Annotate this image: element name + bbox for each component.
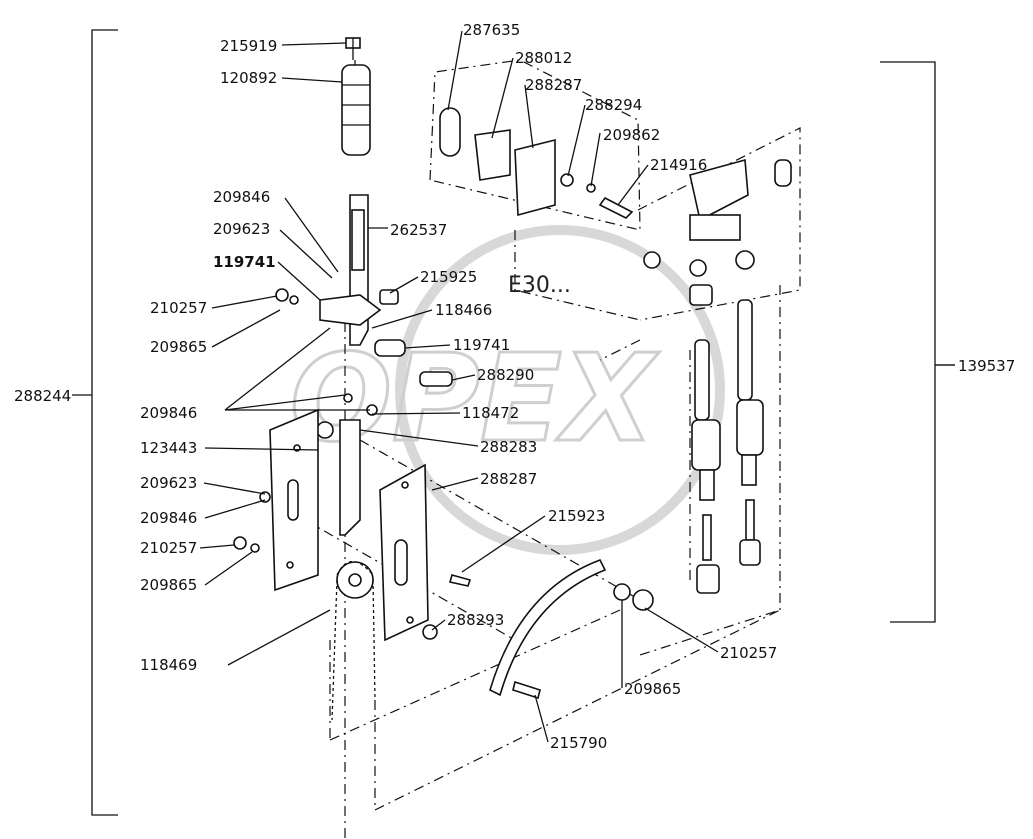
label-210257-mid: 210257	[140, 539, 197, 557]
label-262537: 262537	[390, 221, 447, 239]
part-labels: 215919 120892 287635 288012 288287 28829…	[14, 21, 1015, 752]
label-209623-low: 209623	[140, 474, 197, 492]
label-215790: 215790	[550, 734, 607, 752]
cable-assembly	[643, 158, 792, 594]
left-plate	[233, 408, 319, 592]
label-288287-top: 288287	[525, 76, 582, 94]
label-288283: 288283	[480, 438, 537, 456]
pulley-chain	[331, 560, 376, 721]
label-288293: 288293	[447, 611, 504, 629]
label-288012: 288012	[515, 49, 572, 67]
label-118466: 118466	[435, 301, 492, 319]
label-118472: 118472	[462, 404, 519, 422]
assembly-bracket-left	[91, 29, 118, 816]
label-288290: 288290	[477, 366, 534, 384]
label-287635: 287635	[463, 21, 520, 39]
label-119741-mid: 119741	[453, 336, 510, 354]
label-288287-low: 288287	[480, 470, 537, 488]
label-288244: 288244	[14, 387, 71, 405]
label-209846-low: 209846	[140, 509, 197, 527]
label-209865-upper: 209865	[150, 338, 207, 356]
label-120892: 120892	[220, 69, 277, 87]
label-215923: 215923	[548, 507, 605, 525]
knob	[341, 64, 371, 156]
label-210257-upper: 210257	[150, 299, 207, 317]
label-210257-low: 210257	[720, 644, 777, 662]
label-209865-low: 209865	[624, 680, 681, 698]
label-209846-upper: 209846	[213, 188, 270, 206]
label-209865-mid: 209865	[140, 576, 197, 594]
callout-e30: E30...	[508, 273, 571, 298]
lever-assembly	[275, 37, 453, 536]
leader-lines	[199, 30, 955, 743]
label-215925: 215925	[420, 268, 477, 286]
right-plate	[379, 463, 438, 642]
label-215919: 215919	[220, 37, 277, 55]
label-119741-upper: 119741	[213, 253, 276, 271]
label-288294: 288294	[585, 96, 642, 114]
label-214916: 214916	[650, 156, 707, 174]
label-118469: 118469	[140, 656, 197, 674]
bottom-cable-parts	[448, 558, 654, 700]
label-123443: 123443	[140, 439, 197, 457]
label-209862: 209862	[603, 126, 660, 144]
label-209846-mid: 209846	[140, 404, 197, 422]
assembly-bracket-right	[880, 61, 936, 623]
label-209623-upper: 209623	[213, 220, 270, 238]
upper-bracket-parts	[439, 107, 634, 219]
label-139537: 139537	[958, 357, 1015, 375]
